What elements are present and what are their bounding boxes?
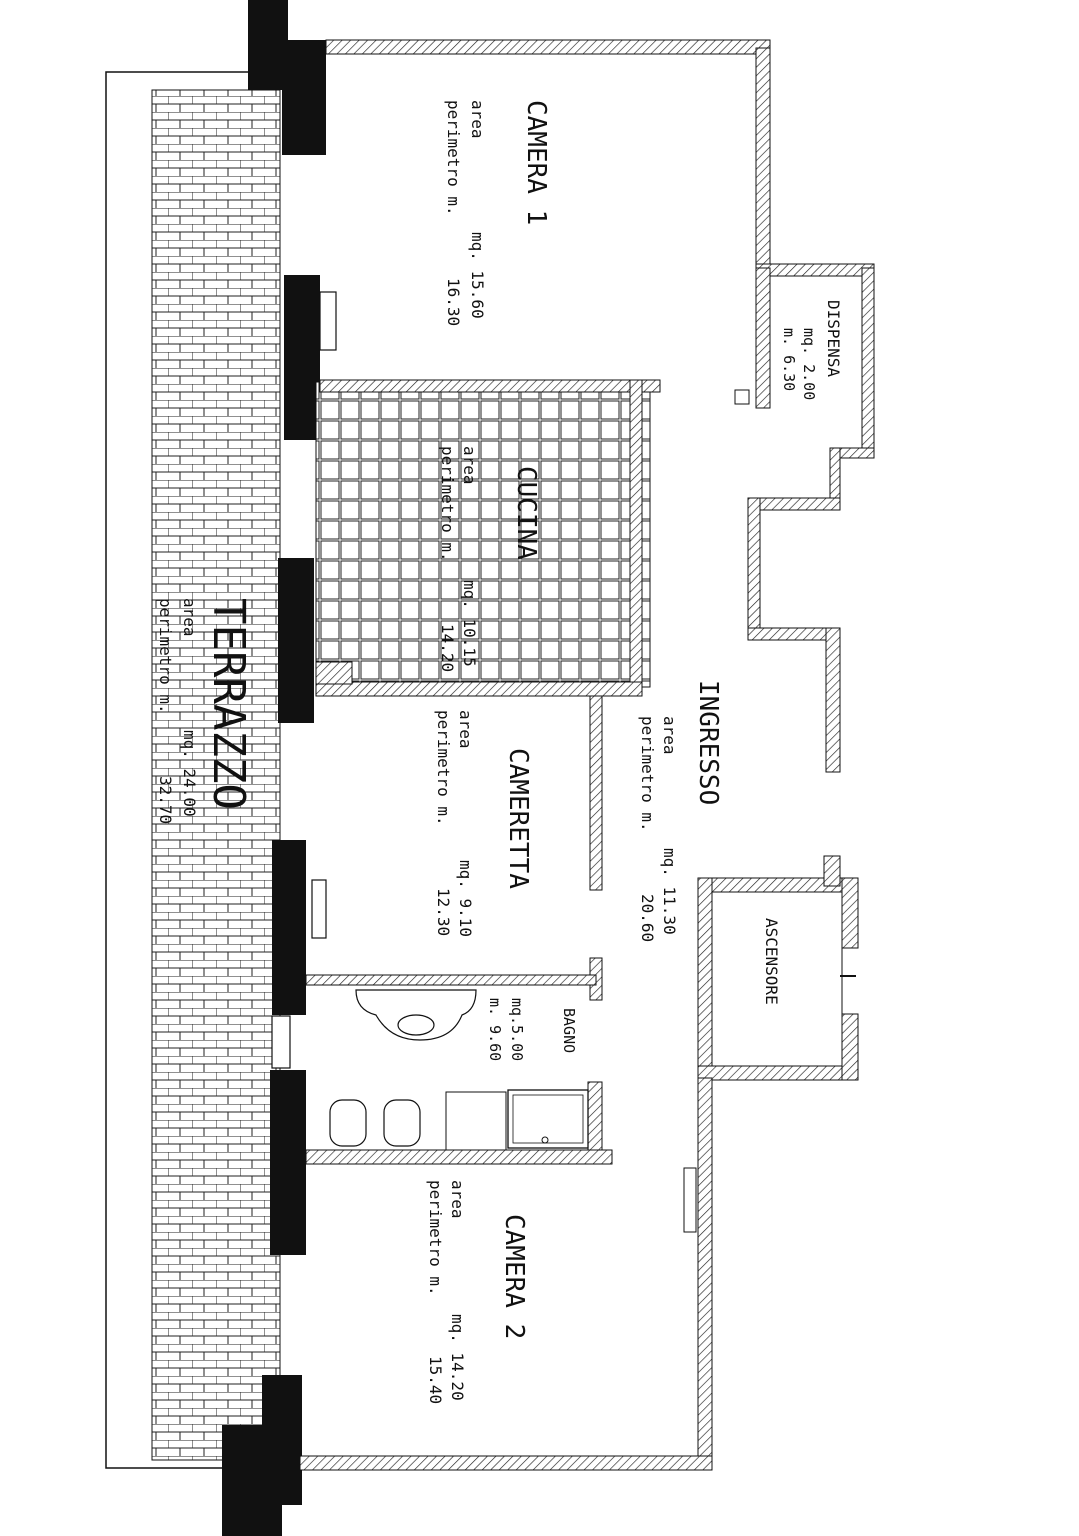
cameretta-area-value: mq. 9.10 — [456, 860, 475, 937]
terrazzo-perim-value: 32.70 — [156, 776, 175, 824]
camera1-walls — [325, 39, 875, 773]
bagno-area: mq.5.00 — [508, 998, 526, 1061]
camera2-perim-label: perimetro m. — [426, 1180, 445, 1296]
cameretta-name: CAMERETTA — [503, 748, 533, 889]
shower-drain — [541, 1136, 549, 1144]
camera1-area-label: area — [468, 100, 487, 139]
cameretta-perim-label: perimetro m. — [434, 710, 453, 826]
cameretta-walls — [305, 695, 603, 1001]
cameretta-area-label: area — [456, 710, 475, 749]
camera2-area-label: area — [448, 1180, 467, 1219]
terrazzo-floor — [151, 89, 281, 1461]
ingresso-perim-label: perimetro m. — [638, 716, 657, 832]
window-frames — [271, 291, 337, 1069]
bagno-name: BAGNO — [560, 1008, 578, 1053]
cucina-area-label: area — [460, 446, 479, 485]
bathtub-area — [445, 1091, 507, 1151]
bagno-perim: m. 9.60 — [486, 998, 504, 1061]
ingresso-perim-value: 20.60 — [638, 894, 657, 942]
cucina-perim-label: perimetro m. — [438, 446, 457, 562]
camera2-area-value: mq. 14.20 — [448, 1314, 467, 1401]
camera2-name: CAMERA 2 — [499, 1214, 529, 1339]
camera1-perim-value: 16.30 — [444, 278, 463, 326]
bagno-walls — [305, 1081, 613, 1165]
camera1-door-jamb — [734, 389, 750, 405]
terrazzo-area-label: area — [180, 598, 199, 637]
ingresso-name: INGRESSO — [693, 680, 723, 805]
cucina-name: CUCINA — [511, 466, 541, 560]
terrazzo-area-value: mq. 24.00 — [180, 730, 199, 817]
ascensore-name: ASCENSORE — [762, 918, 781, 1005]
outer-wall-piers — [222, 0, 326, 1536]
terrazzo-perim-label: perimetro m. — [156, 598, 175, 714]
cucina-floor — [315, 381, 651, 688]
wc-bidet — [329, 1099, 421, 1147]
camera1-name: CAMERA 1 — [521, 100, 551, 225]
shower-inner — [512, 1094, 584, 1144]
ascensore-inner — [711, 891, 843, 1067]
cucina-area-value: mq. 10.15 — [460, 580, 479, 667]
cameretta-perim-value: 12.30 — [434, 888, 453, 936]
camera1-perim-label: perimetro m. — [444, 100, 463, 216]
ingresso-area-label: area — [660, 716, 679, 755]
terrazzo-name: TERRAZZO — [203, 598, 254, 810]
sink — [355, 989, 477, 1041]
cucina-walls — [315, 379, 661, 697]
dispensa-perim: m. 6.30 — [780, 328, 798, 391]
camera2-radiator — [683, 1167, 697, 1233]
camera2-perim-value: 15.40 — [426, 1356, 445, 1404]
dispensa-name: DISPENSA — [824, 300, 843, 377]
dispensa-area: mq. 2.00 — [800, 328, 818, 400]
ingresso-area-value: mq. 11.30 — [660, 848, 679, 935]
camera1-area-value: mq. 15.60 — [468, 232, 487, 319]
cucina-perim-value: 14.20 — [438, 624, 457, 672]
camera2-walls — [299, 1077, 713, 1471]
